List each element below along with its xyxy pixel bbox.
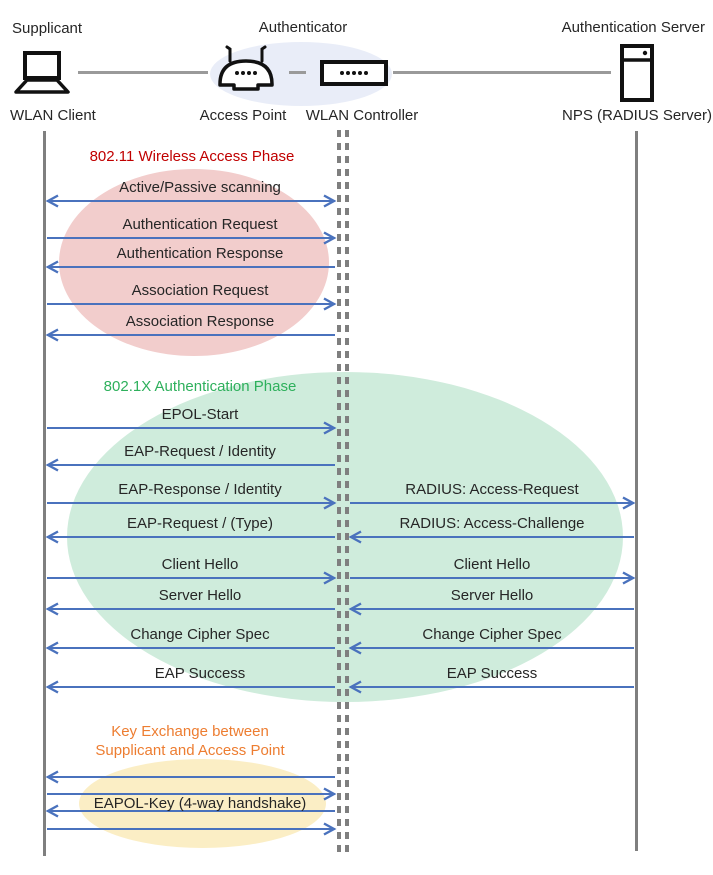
message-arrow-left (348, 680, 634, 694)
message-arrow-right (350, 571, 636, 585)
message-arrow-right (47, 787, 337, 801)
wlan-controller-icon (320, 60, 388, 91)
phase-title-wireless-access: 802.11 Wireless Access Phase (89, 148, 295, 165)
connector-client-ap (78, 71, 208, 74)
phase-ellipse-key-exchange (79, 759, 326, 848)
device-label-nps-radius-server: NPS (RADIUS Server) (561, 107, 713, 124)
message-arrow-left (45, 804, 335, 818)
role-label-authentication-server: Authentication Server (561, 19, 705, 36)
message-label: EPOL-Start (161, 406, 239, 423)
message-arrow-right (47, 822, 337, 836)
message-label: Client Hello (161, 556, 239, 573)
access-point-icon (213, 45, 279, 99)
message-arrow-left (45, 530, 335, 544)
message-arrow-left (45, 680, 335, 694)
phase-title-key-exchange-line1: Key Exchange between (111, 723, 269, 740)
message-label: Active/Passive scanning (119, 179, 281, 196)
device-label-access-point: Access Point (199, 107, 287, 124)
role-label-authenticator: Authenticator (258, 19, 348, 36)
message-arrow-right (47, 496, 337, 510)
device-label-wlan-client: WLAN Client (10, 107, 96, 124)
message-arrow-both (45, 194, 337, 208)
message-label: EAP Success (154, 665, 246, 682)
phase-title-authentication: 802.1X Authentication Phase (103, 378, 297, 395)
message-arrow-left (45, 641, 335, 655)
phase-title-key-exchange: Key Exchange between Supplicant and Acce… (40, 722, 340, 760)
message-label: Server Hello (158, 587, 242, 604)
message-arrow-right (47, 571, 337, 585)
lifeline-wlan-controller (345, 130, 349, 854)
message-arrow-left (348, 530, 634, 544)
phase-title-key-exchange-line2: Supplicant and Access Point (95, 742, 285, 759)
connector-controller-server (393, 71, 611, 74)
message-label: EAP-Request / (Type) (127, 515, 273, 532)
message-arrow-left (45, 602, 335, 616)
message-label: Change Cipher Spec (130, 626, 270, 643)
message-label: RADIUS: Access-Request (405, 481, 579, 498)
message-arrow-right (47, 421, 337, 435)
message-arrow-left (45, 458, 335, 472)
lifeline-supplicant (43, 131, 46, 856)
connector-ap-controller (289, 71, 306, 74)
eapol-key-label: EAPOL-Key (4-way handshake) (93, 795, 307, 812)
message-label: Authentication Response (116, 245, 284, 262)
message-label: RADIUS: Access-Challenge (399, 515, 585, 532)
message-arrow-right (350, 496, 636, 510)
message-label: Server Hello (450, 587, 534, 604)
message-arrow-left (45, 260, 335, 274)
message-label: Association Response (125, 313, 275, 330)
laptop-icon (10, 50, 74, 101)
device-label-wlan-controller: WLAN Controller (305, 107, 419, 124)
message-arrow-left (348, 641, 634, 655)
lifeline-access-point (337, 130, 341, 854)
message-arrow-right (47, 231, 337, 245)
message-label: Change Cipher Spec (422, 626, 562, 643)
message-arrow-left (45, 328, 335, 342)
message-arrow-left (348, 602, 634, 616)
server-icon (619, 44, 655, 107)
message-arrow-right (47, 297, 337, 311)
role-label-supplicant: Supplicant (12, 20, 83, 37)
message-arrow-left (45, 770, 335, 784)
message-label: Client Hello (453, 556, 531, 573)
message-label: EAP-Request / Identity (124, 443, 276, 460)
lifeline-authentication-server (635, 131, 638, 851)
message-label: Authentication Request (122, 216, 278, 233)
message-label: EAP Success (446, 665, 538, 682)
message-label: EAP-Response / Identity (118, 481, 282, 498)
message-label: Association Request (131, 282, 269, 299)
